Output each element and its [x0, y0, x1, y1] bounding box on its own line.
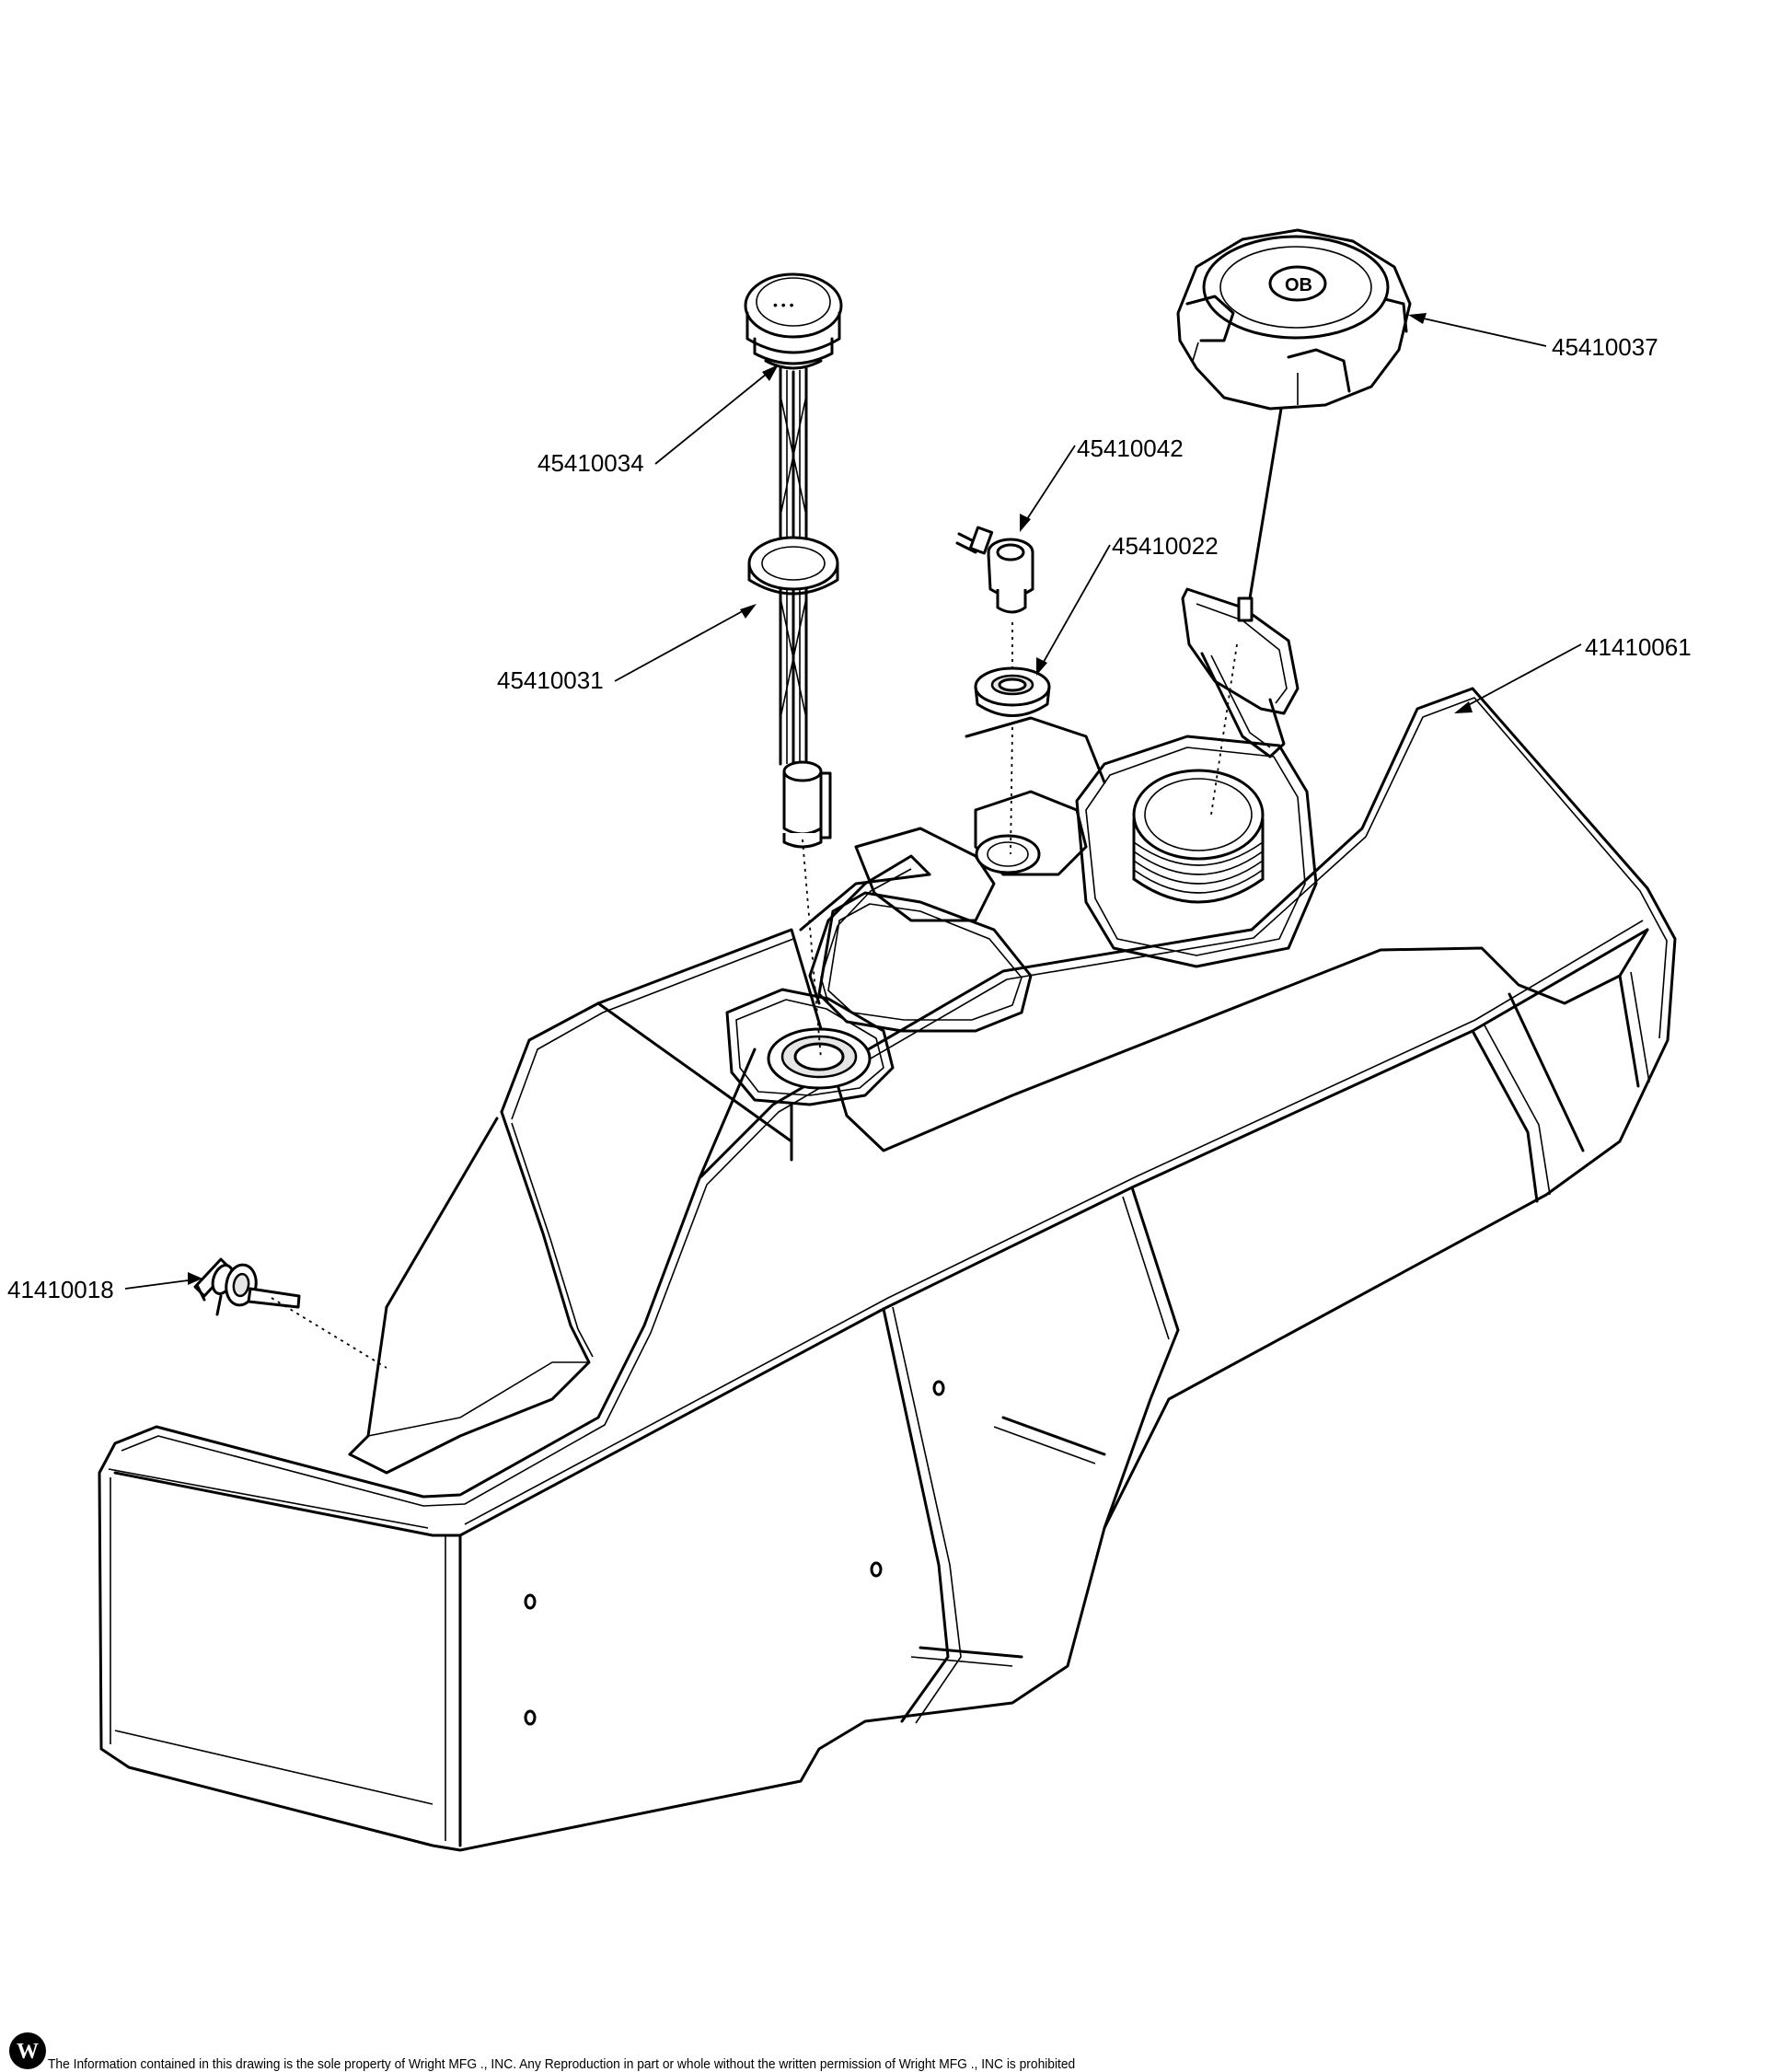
- vent-grommet: [974, 666, 1051, 717]
- part-label-45410042: 45410042: [1077, 434, 1184, 462]
- mount-hole: [524, 1709, 537, 1726]
- tank-ports: [524, 769, 1265, 1726]
- cap-tether: [1181, 407, 1300, 758]
- fuel-gauge-sender: • • •: [744, 272, 843, 849]
- part-labels: 45410037 45410034 45410042 45410022 4141…: [7, 333, 1692, 1303]
- part-label-41410061: 41410061: [1585, 633, 1692, 661]
- mount-hole: [932, 1380, 945, 1396]
- mount-hole: [870, 1561, 883, 1578]
- wright-logo: W: [9, 2032, 46, 2069]
- sender-port: [767, 1027, 872, 1090]
- part-label-45410022: 45410022: [1112, 532, 1219, 560]
- svg-text:• • •: • • •: [773, 297, 794, 312]
- svg-text:OB: OB: [1285, 275, 1312, 295]
- vent-valve: [955, 526, 1034, 614]
- part-label-45410031: 45410031: [497, 666, 604, 694]
- part-label-45410034: 45410034: [537, 449, 644, 477]
- assembly-lines: [271, 622, 1238, 1369]
- copyright-notice: The Information contained in this drawin…: [48, 2056, 1076, 2072]
- sender-grommet: [747, 536, 839, 596]
- fuel-tank: [98, 687, 1677, 1852]
- fuel-cap: OB: [1176, 228, 1412, 411]
- fuel-fitting: [193, 1257, 301, 1316]
- part-label-41410018: 41410018: [7, 1276, 114, 1303]
- leader-lines: [124, 313, 1582, 1290]
- filler-neck: [1132, 769, 1265, 904]
- mount-hole: [524, 1593, 537, 1610]
- vent-port: [975, 834, 1041, 874]
- svg-text:W: W: [17, 2040, 39, 2064]
- part-label-45410037: 45410037: [1552, 333, 1658, 361]
